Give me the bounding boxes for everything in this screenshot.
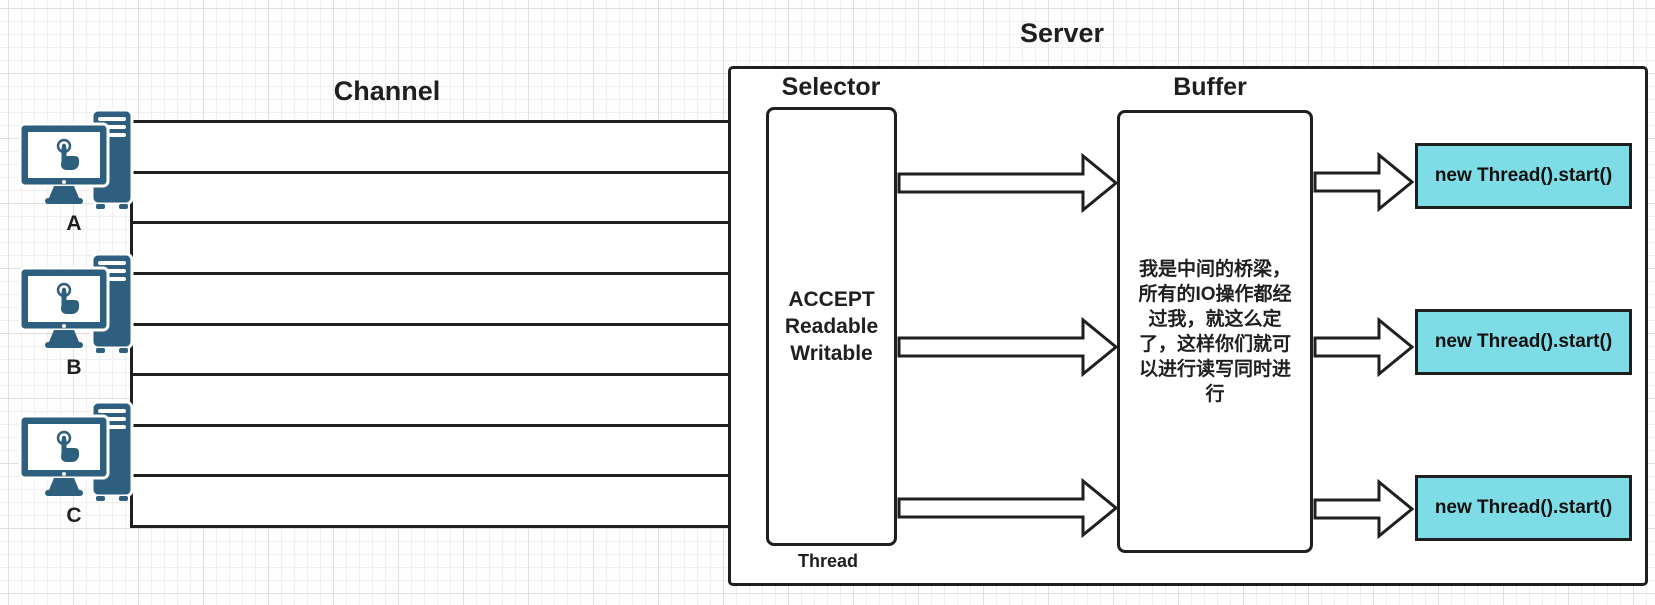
arrow-buffer-to-thread-1 (1313, 152, 1415, 212)
thread-label: Thread (797, 551, 858, 571)
channel-lane (133, 477, 728, 525)
client-computer-icon (18, 252, 134, 353)
server-title: Server (1019, 18, 1105, 48)
thread-start-box-1: new Thread().start() (1415, 143, 1632, 209)
selector-event-accept: ACCEPT (788, 288, 875, 311)
client-computer-icon (18, 400, 134, 501)
selector-title: Selector (781, 73, 881, 101)
thread-start-label: new Thread().start() (1434, 497, 1613, 518)
channel-box (130, 120, 731, 528)
client-label-c: C (66, 504, 82, 527)
channel-lane (133, 427, 728, 478)
buffer-text-line: 过我，就这么定 (1148, 308, 1282, 330)
arrow-buffer-to-thread-3 (1313, 479, 1415, 539)
arrow-buffer-to-thread-2 (1313, 317, 1415, 377)
buffer-title: Buffer (1173, 73, 1247, 101)
buffer-text-line: 以进行读写同时进 (1138, 358, 1291, 380)
channel-lane (133, 224, 728, 275)
thread-start-box-3: new Thread().start() (1415, 475, 1632, 541)
selector-box: ACCEPT Readable Writable (766, 107, 897, 546)
channel-lane (133, 326, 728, 377)
buffer-text-line: 所有的IO操作都经 (1138, 283, 1292, 305)
buffer-box: 我是中间的桥梁， 所有的IO操作都经 过我，就这么定 了，这样你们就可 以进行读… (1117, 110, 1313, 553)
client-label-a: A (66, 212, 82, 235)
channel-lane (133, 174, 728, 225)
channel-lane (133, 123, 728, 174)
selector-event-writable: Writable (790, 342, 873, 365)
buffer-text-line: 行 (1205, 383, 1225, 405)
channel-title: Channel (333, 76, 441, 106)
channel-lane (133, 275, 728, 326)
client-computer-icon (18, 108, 134, 209)
channel-lane (133, 376, 728, 427)
thread-start-box-2: new Thread().start() (1415, 309, 1632, 375)
arrow-selector-to-buffer-3 (897, 478, 1119, 538)
arrow-selector-to-buffer-2 (897, 317, 1119, 377)
arrow-selector-to-buffer-1 (897, 153, 1119, 213)
thread-start-label: new Thread().start() (1434, 331, 1613, 352)
buffer-text-line: 了，这样你们就可 (1138, 333, 1291, 355)
thread-start-label: new Thread().start() (1434, 165, 1613, 186)
buffer-text-line: 我是中间的桥梁， (1138, 258, 1291, 280)
client-label-b: B (66, 356, 82, 379)
selector-event-readable: Readable (784, 315, 879, 338)
